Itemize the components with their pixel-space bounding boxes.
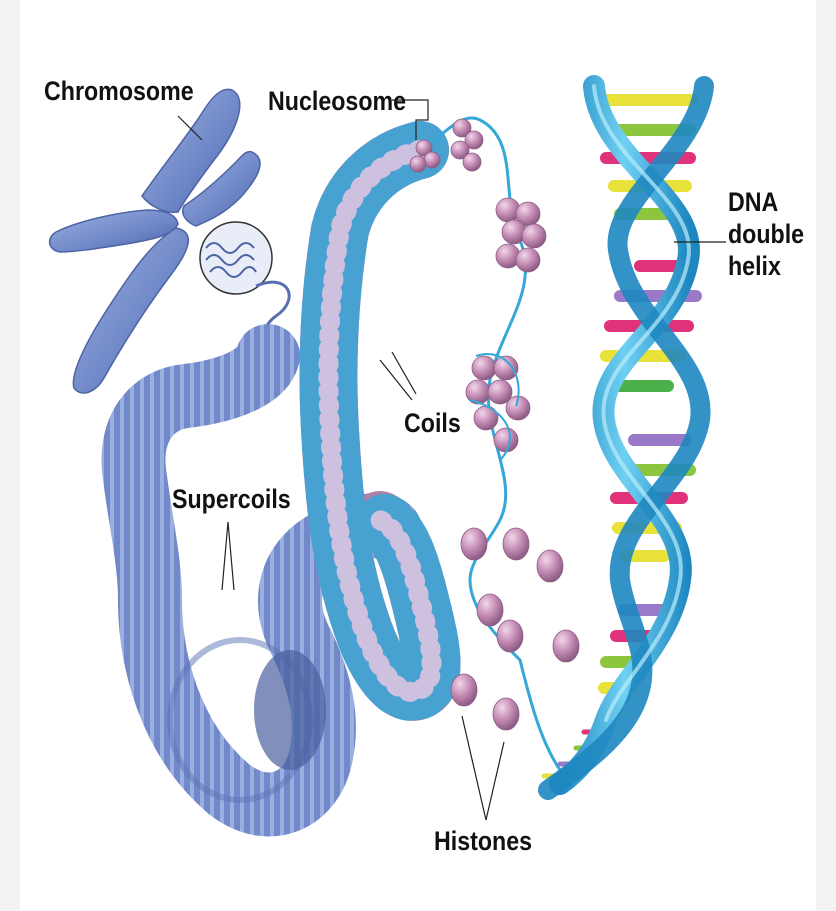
histone-spheres bbox=[451, 528, 579, 730]
dna-label-line-3: helix bbox=[728, 250, 804, 282]
dna-label-line-1: DNA bbox=[728, 186, 804, 218]
chromosome-label: Chromosome bbox=[44, 78, 194, 105]
dna-double-helix bbox=[544, 86, 704, 790]
histones-leader-line-2 bbox=[486, 742, 504, 820]
histones-leader-line-1 bbox=[462, 716, 486, 820]
supercoils-leader-line-2 bbox=[228, 522, 234, 590]
histones-label: Histones bbox=[434, 828, 532, 855]
coils-leader-line-1 bbox=[380, 360, 412, 400]
dna-label-line-2: double bbox=[728, 218, 804, 250]
dna-double-helix-label: DNA double helix bbox=[728, 186, 804, 282]
coils-label: Coils bbox=[404, 410, 461, 437]
supercoils-leader-line-1 bbox=[222, 522, 228, 590]
coils-leader-line-2 bbox=[392, 352, 416, 394]
supercoils-label: Supercoils bbox=[172, 486, 291, 513]
nucleosome-label: Nucleosome bbox=[268, 88, 406, 115]
